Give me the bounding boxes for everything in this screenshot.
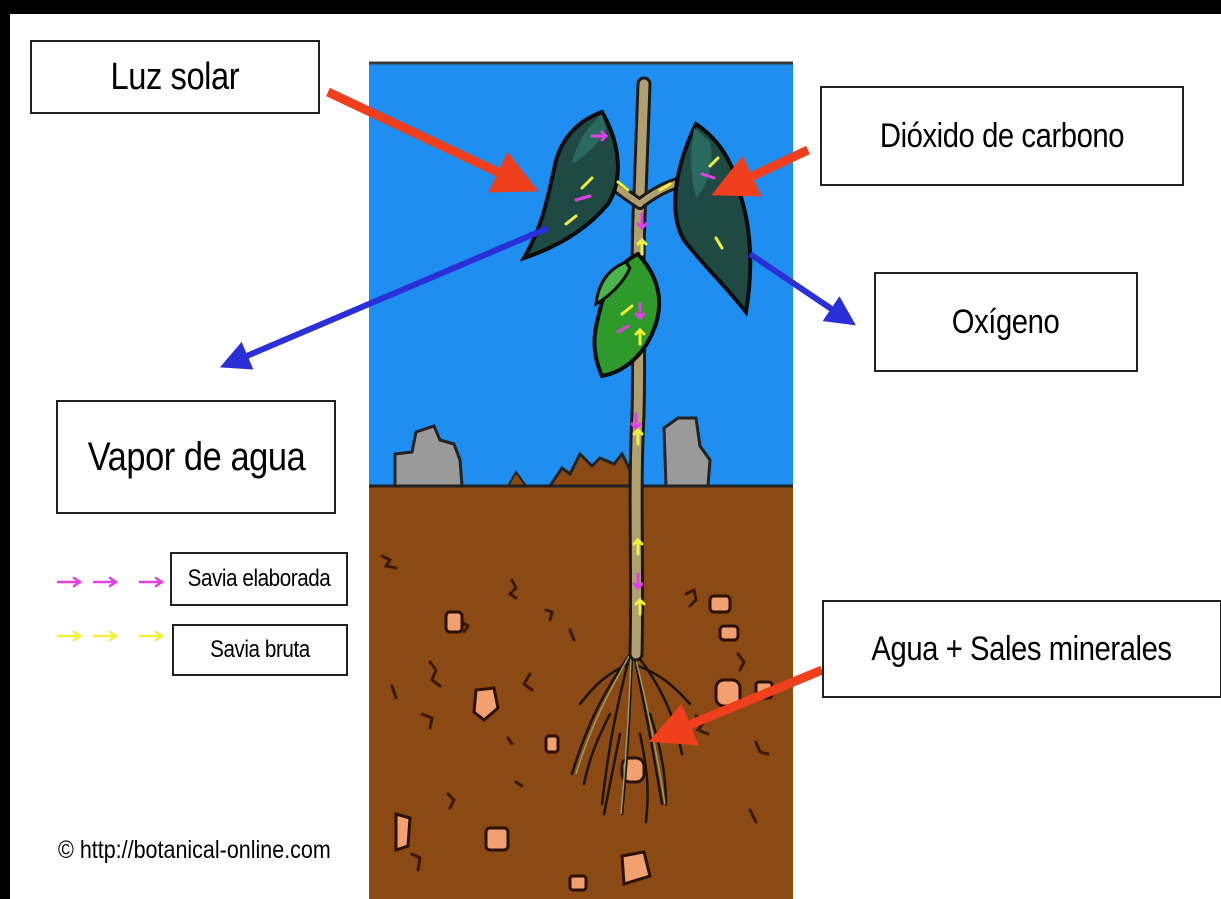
sunlight-text: Luz solar [110, 55, 240, 98]
oxygen-arrow [748, 251, 856, 326]
leaf-upper-left [519, 109, 620, 262]
leaf-upper-left-light [572, 114, 606, 164]
water-minerals-label: Agua + Sales minerales [822, 600, 1221, 698]
sunlight-label: Luz solar [30, 40, 320, 114]
oxygen-text: Oxígeno [952, 302, 1060, 341]
carbon-dioxide-arrow [711, 145, 810, 197]
water-minerals-arrow [648, 665, 824, 746]
oxygen-label: Oxígeno [874, 272, 1138, 372]
carbon-dioxide-label: Dióxido de carbono [820, 86, 1184, 186]
water-vapor-text: Vapor de agua [87, 434, 305, 479]
sap-arrows-elaborated [574, 130, 716, 591]
leaf-upper-right-light [691, 128, 712, 198]
legend-raw-sap: Savia bruta [172, 624, 348, 676]
legend-elaborated-sap-text: Savia elaborada [187, 565, 331, 592]
legend-elaborated-arrows [56, 576, 165, 588]
sap-arrows-raw [564, 156, 724, 616]
soil-specks [380, 554, 770, 872]
copyright-credit: © http://botanical-online.com [58, 836, 331, 864]
rock-right [662, 416, 712, 488]
carbon-dioxide-text: Dióxido de carbono [879, 116, 1125, 155]
pebbles [394, 594, 774, 892]
diagram-canvas: Luz solar Dióxido de carbono Oxígeno Vap… [10, 14, 1221, 899]
water-vapor-label: Vapor de agua [56, 400, 336, 514]
water-vapor-arrow [219, 225, 550, 370]
legend-elaborated-sap: Savia elaborada [170, 552, 348, 606]
photosynthesis-illustration [56, 61, 856, 899]
water-minerals-text: Agua + Sales minerales [871, 629, 1173, 668]
leaf-lower-tip [594, 260, 632, 307]
sunlight-arrow [326, 87, 539, 193]
rock-left [393, 424, 464, 488]
legend-raw-sap-text: Savia bruta [210, 636, 310, 663]
legend-raw-arrows [56, 630, 165, 642]
